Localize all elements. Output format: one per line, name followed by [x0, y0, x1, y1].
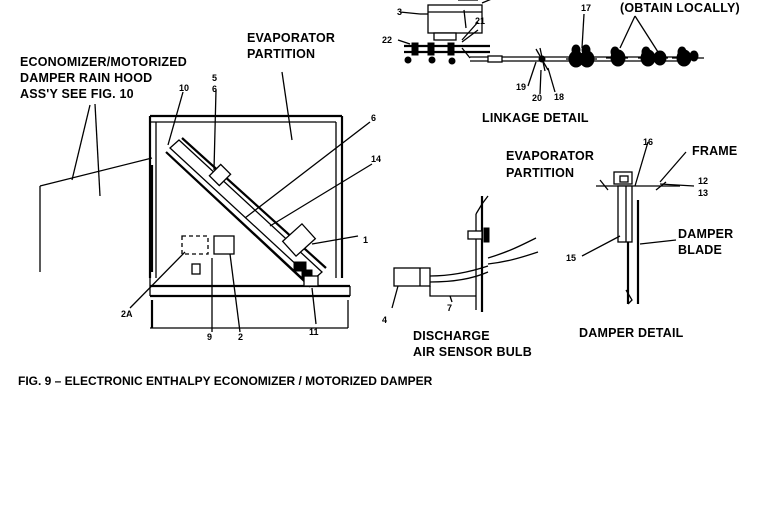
callout-6-top: 6 [212, 84, 217, 94]
callout-7: 7 [447, 303, 452, 313]
linkage-detail-title: LINKAGE DETAIL [482, 111, 589, 125]
linkage-detail-drawing [397, 0, 704, 95]
evaporator-partition-detail-label-1: EVAPORATOR [506, 149, 594, 163]
damper-detail-drawing [581, 141, 695, 305]
callout-17: 17 [581, 3, 591, 13]
figure-caption: FIG. 9 – ELECTRONIC ENTHALPY ECONOMIZER … [18, 374, 433, 388]
callout-15: 15 [566, 253, 576, 263]
economizer-label-line2: DAMPER RAIN HOOD [20, 71, 152, 85]
callout-2: 2 [238, 332, 243, 342]
sensor-bulb-drawing [391, 195, 539, 312]
callout-18: 18 [554, 92, 564, 102]
callout-4: 4 [382, 315, 387, 325]
callout-19: 19 [516, 82, 526, 92]
callout-13: 13 [698, 188, 708, 198]
callout-9: 9 [207, 332, 212, 342]
damper-blade-label-2: BLADE [678, 243, 722, 257]
callout-12: 12 [698, 176, 708, 186]
callout-6-right: 6 [371, 113, 376, 123]
frame-label: FRAME [692, 144, 737, 158]
callout-21: 21 [475, 16, 485, 26]
economizer-main-drawing [39, 71, 373, 333]
economizer-label-line3: ASS'Y SEE FIG. 10 [20, 87, 134, 101]
evaporator-partition-label-2: PARTITION [247, 47, 315, 61]
evaporator-partition-label-1: EVAPORATOR [247, 31, 335, 45]
callout-3: 3 [397, 7, 402, 17]
discharge-label-2: AIR SENSOR BULB [413, 345, 532, 359]
callout-2a: 2A [121, 309, 133, 319]
obtain-locally-label: (OBTAIN LOCALLY) [620, 1, 740, 15]
callout-10: 10 [179, 83, 189, 93]
callout-5: 5 [212, 73, 217, 83]
damper-detail-title: DAMPER DETAIL [579, 326, 684, 340]
evaporator-partition-detail-label-2: PARTITION [506, 166, 574, 180]
callout-11: 11 [309, 327, 319, 337]
damper-blade-label-1: DAMPER [678, 227, 733, 241]
economizer-label-line1: ECONOMIZER/MOTORIZED [20, 55, 187, 69]
callout-20: 20 [532, 93, 542, 103]
callout-14: 14 [371, 154, 381, 164]
discharge-label-1: DISCHARGE [413, 329, 490, 343]
callout-22: 22 [382, 35, 392, 45]
callout-16: 16 [643, 137, 653, 147]
callout-1: 1 [363, 235, 368, 245]
